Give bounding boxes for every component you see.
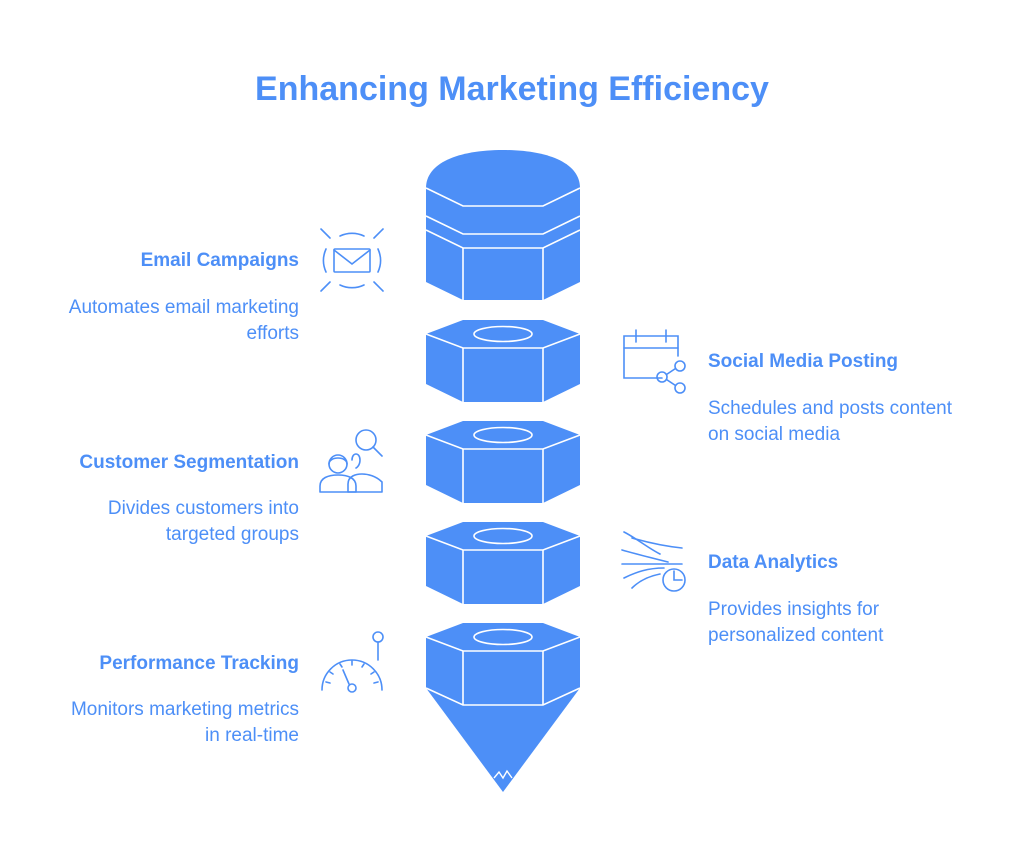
performance-tracking-description-line-1: Monitors marketing metrics — [70, 699, 299, 720]
social-media-posting-description-line-2: on social media — [708, 424, 841, 445]
customer-segmentation-description-line-2: targeted groups — [165, 524, 299, 545]
email-campaigns-description: Automates email marketing efforts — [0, 295, 299, 347]
envelope-icon — [320, 228, 384, 292]
stack-top-cap — [425, 150, 581, 300]
hex-nut-1 — [425, 320, 581, 402]
customer-segmentation-title: Customer Segmentation — [79, 452, 299, 473]
email-campaigns-description-line-1: Automates email marketing — [68, 297, 299, 318]
calendar-share-icon — [623, 329, 686, 394]
people-search-icon — [319, 429, 383, 493]
data-analytics-title: Data Analytics — [708, 552, 839, 573]
data-analytics-description: Provides insights for personalized conte… — [708, 597, 1008, 649]
hex-nut-2 — [425, 421, 581, 503]
email-campaigns-title: Email Campaigns — [140, 250, 299, 271]
social-media-posting-description: Schedules and posts content on social me… — [708, 396, 1008, 448]
performance-tracking-description-line-2: in real-time — [205, 725, 299, 746]
data-analytics-description-line-2: personalized content — [708, 625, 884, 646]
gauge-icon — [321, 631, 384, 693]
social-media-posting-description-line-1: Schedules and posts content — [708, 398, 953, 419]
data-stream-clock-icon — [621, 531, 686, 592]
email-campaigns-description-line-2: efforts — [246, 323, 299, 344]
performance-tracking-title: Performance Tracking — [99, 653, 299, 674]
data-analytics-description-line-1: Provides insights for — [708, 599, 880, 620]
customer-segmentation-description-line-1: Divides customers into — [107, 498, 299, 519]
social-media-posting-title: Social Media Posting — [708, 351, 899, 372]
stack-bottom-cone — [425, 623, 581, 792]
page-title: Enhancing Marketing Efficiency — [255, 70, 769, 108]
hex-nut-3 — [425, 522, 581, 604]
customer-segmentation-description: Divides customers into targeted groups — [0, 496, 299, 548]
performance-tracking-description: Monitors marketing metrics in real-time — [0, 697, 299, 749]
